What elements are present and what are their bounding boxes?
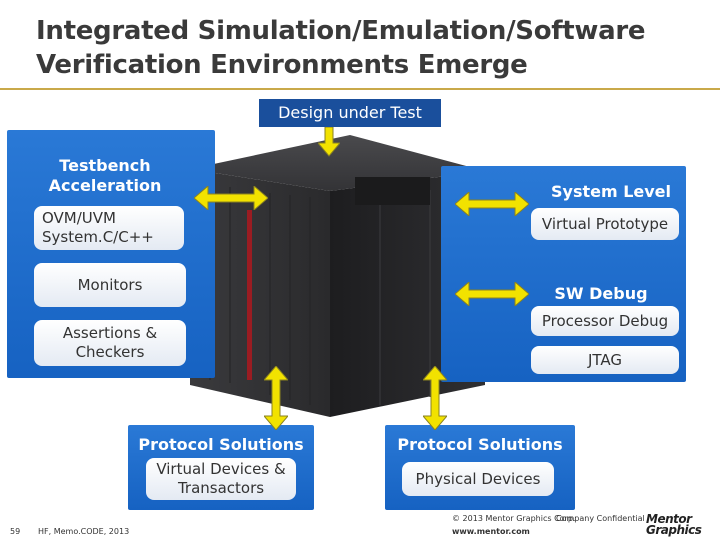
design-under-test-label: Design under Test bbox=[259, 99, 441, 127]
assertions-checkers-item: Assertions & Checkers bbox=[34, 320, 186, 366]
page-number: 59 bbox=[10, 527, 21, 536]
footer-left-text: HF, Memo.CODE, 2013 bbox=[38, 527, 130, 536]
title-line-2: Verification Environments Emerge bbox=[36, 50, 528, 80]
double-arrow-icon bbox=[194, 186, 268, 210]
system-level-title: System Level bbox=[550, 182, 672, 201]
footer-url: www.mentor.com bbox=[452, 527, 530, 536]
double-arrow-icon bbox=[455, 192, 529, 216]
double-arrow-icon bbox=[455, 282, 529, 306]
double-arrow-icon bbox=[423, 366, 447, 430]
slide-title: Integrated Simulation/Emulation/Software… bbox=[36, 14, 696, 82]
copyright-text: © 2013 Mentor Graphics Corp. bbox=[452, 514, 576, 523]
company-logo: Mentor Graphics bbox=[646, 512, 702, 537]
jtag-item: JTAG bbox=[531, 346, 679, 374]
virtual-prototype-item: Virtual Prototype bbox=[531, 208, 679, 240]
title-divider bbox=[0, 88, 720, 90]
title-line-1: Integrated Simulation/Emulation/Software bbox=[36, 16, 646, 46]
sw-debug-title: SW Debug bbox=[554, 284, 648, 303]
processor-debug-item: Processor Debug bbox=[531, 306, 679, 336]
confidential-text: Company Confidential bbox=[556, 514, 645, 523]
testbench-acceleration-title: Testbench Acceleration bbox=[48, 156, 162, 195]
protocol-solutions-physical-title: Protocol Solutions bbox=[397, 435, 563, 454]
protocol-solutions-virtual-title: Protocol Solutions bbox=[138, 435, 304, 454]
monitors-item: Monitors bbox=[34, 263, 186, 307]
ovm-uvm-systemc-item: OVM/UVM System.C/C++ bbox=[34, 206, 184, 250]
physical-devices-item: Physical Devices bbox=[402, 462, 554, 496]
logo-line-2: Graphics bbox=[646, 523, 702, 537]
virtual-devices-transactors-item: Virtual Devices & Transactors bbox=[146, 458, 296, 500]
logo-line-1: Mentor bbox=[646, 512, 692, 526]
double-arrow-icon bbox=[264, 366, 288, 430]
down-arrow-icon bbox=[318, 127, 340, 157]
